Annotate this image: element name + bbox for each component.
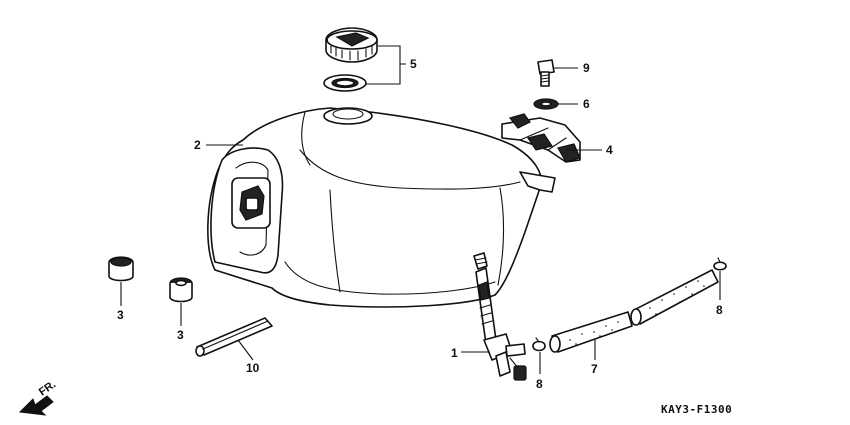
washer — [533, 98, 559, 110]
front-direction-indicator: FR. — [18, 378, 58, 416]
label-part-1: 1 — [451, 346, 458, 360]
fuel-cock — [475, 267, 527, 381]
fuel-tube — [549, 269, 719, 353]
label-part-8-lower: 8 — [536, 377, 543, 391]
label-part-9: 9 — [583, 61, 590, 75]
cushion-right — [169, 277, 193, 303]
label-part-8-upper: 8 — [716, 303, 723, 317]
label-part-3-right: 3 — [177, 328, 184, 342]
rubber-strip — [195, 317, 273, 357]
front-arrow-icon — [18, 395, 54, 416]
label-part-6: 6 — [583, 97, 590, 111]
mount-bracket — [501, 113, 581, 163]
front-indicator-text: FR. — [37, 378, 58, 398]
label-part-2: 2 — [194, 138, 201, 152]
hose-clip-lower — [532, 337, 546, 352]
cushion-left — [108, 256, 134, 282]
filler-cap — [325, 27, 378, 63]
label-part-3-left: 3 — [117, 308, 124, 322]
label-part-5: 5 — [410, 57, 417, 71]
label-part-10: 10 — [246, 361, 260, 375]
figure-code: KAY3-F1300 — [661, 403, 732, 416]
label-part-7: 7 — [591, 362, 598, 376]
cap-gasket — [323, 74, 367, 92]
bolt — [537, 59, 555, 87]
label-part-4: 4 — [606, 143, 613, 157]
leader-lines — [120, 45, 721, 374]
hose-clip-upper — [713, 257, 727, 271]
fuel-tank — [207, 107, 556, 308]
